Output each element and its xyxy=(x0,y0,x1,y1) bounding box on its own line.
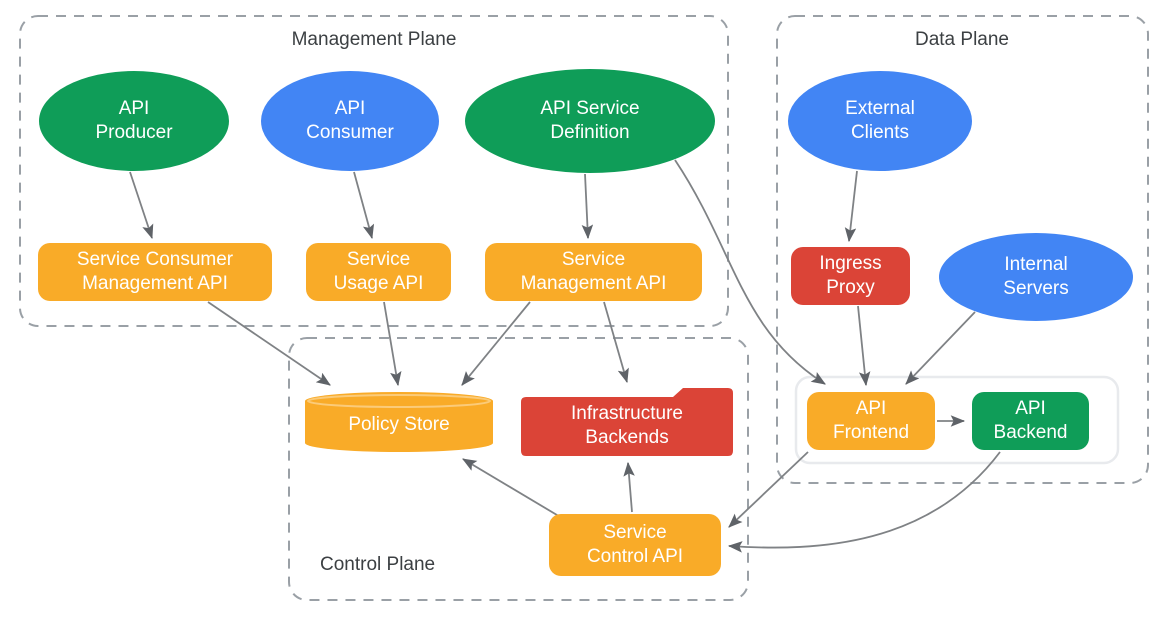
edge-consumer-to-usage xyxy=(353,171,375,240)
connector-edges xyxy=(129,159,1001,553)
edge-service-control-to-policy-store xyxy=(462,458,563,519)
edge-external-clients-to-ingress xyxy=(844,170,858,243)
node-shape-rect-service-consumer-management-api[interactable] xyxy=(38,243,272,301)
edge-definition-to-service-mgmt xyxy=(581,173,594,240)
node-shape-cylinder-top-policy-store xyxy=(305,392,493,410)
node-shape-rect-service-management-api[interactable] xyxy=(485,243,702,301)
edge-internal-servers-to-frontend xyxy=(905,311,976,385)
node-shape-cylinder-body-policy-store[interactable] xyxy=(305,401,493,452)
edge-consumer-mgmt-to-policy-store xyxy=(207,301,331,386)
node-shape-ellipse-api-producer[interactable] xyxy=(39,71,229,171)
edge-definition-to-frontend xyxy=(674,159,826,385)
group-box-management-plane xyxy=(19,15,729,327)
edge-service-control-to-infrastructure xyxy=(623,461,635,513)
node-shape-ellipse-api-consumer[interactable] xyxy=(261,71,439,171)
node-shape-cylinder-rim-policy-store xyxy=(307,394,491,408)
group-title-management-plane: Management Plane xyxy=(292,29,457,50)
node-shape-rect-service-usage-api[interactable] xyxy=(306,243,451,301)
group-title-data-plane: Data Plane xyxy=(915,29,1009,50)
edge-frontend-to-service-control xyxy=(728,451,809,528)
node-shape-rect-api-frontend[interactable] xyxy=(807,392,935,450)
edge-service-mgmt-to-infrastructure xyxy=(603,301,629,384)
edge-ingress-to-frontend xyxy=(857,305,871,387)
node-shape-ellipse-api-service-definition[interactable] xyxy=(465,69,715,173)
node-shape-rect-service-control-api[interactable] xyxy=(549,514,721,576)
edge-producer-to-consumer-mgmt xyxy=(129,171,154,240)
edge-backend-to-service-control xyxy=(727,451,1001,553)
edge-usage-to-policy-store xyxy=(383,301,402,387)
group-box-api-proxy-group xyxy=(794,375,1120,465)
node-shape-folder-infrastructure-backends[interactable] xyxy=(521,388,733,456)
group-title-control-plane: Control Plane xyxy=(320,554,435,575)
node-shape-ellipse-internal-servers[interactable] xyxy=(939,233,1133,321)
node-shape-rect-ingress-proxy[interactable] xyxy=(791,247,910,305)
group-box-data-plane xyxy=(776,15,1149,484)
node-shape-ellipse-external-clients[interactable] xyxy=(788,71,972,171)
node-policy-store[interactable]: Policy Store xyxy=(305,392,493,452)
node-shape-rect-api-backend[interactable] xyxy=(972,392,1089,450)
group-box-control-plane xyxy=(288,337,749,601)
edge-service-mgmt-to-policy-store xyxy=(461,301,531,386)
